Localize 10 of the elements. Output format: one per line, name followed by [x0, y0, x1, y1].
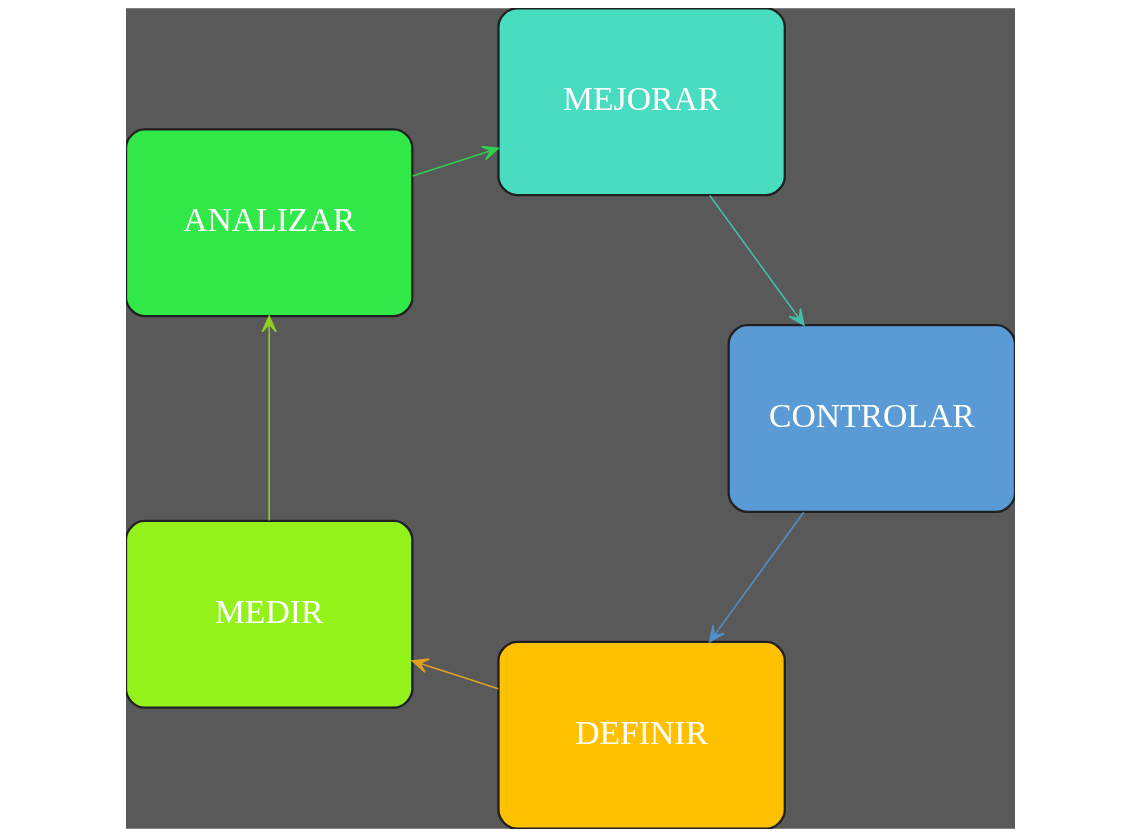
- node-box: MEJORAR: [497, 8, 786, 197]
- arrow: [411, 145, 499, 177]
- arrow: [261, 315, 277, 522]
- node-box: CONTROLAR: [727, 323, 1015, 514]
- arrow: [709, 194, 805, 326]
- node-box: DEFINIR: [497, 640, 786, 829]
- arrow: [411, 658, 499, 690]
- node-box: MEDIR: [126, 519, 414, 709]
- node-box: ANALIZAR: [126, 128, 414, 318]
- arrow: [708, 511, 805, 643]
